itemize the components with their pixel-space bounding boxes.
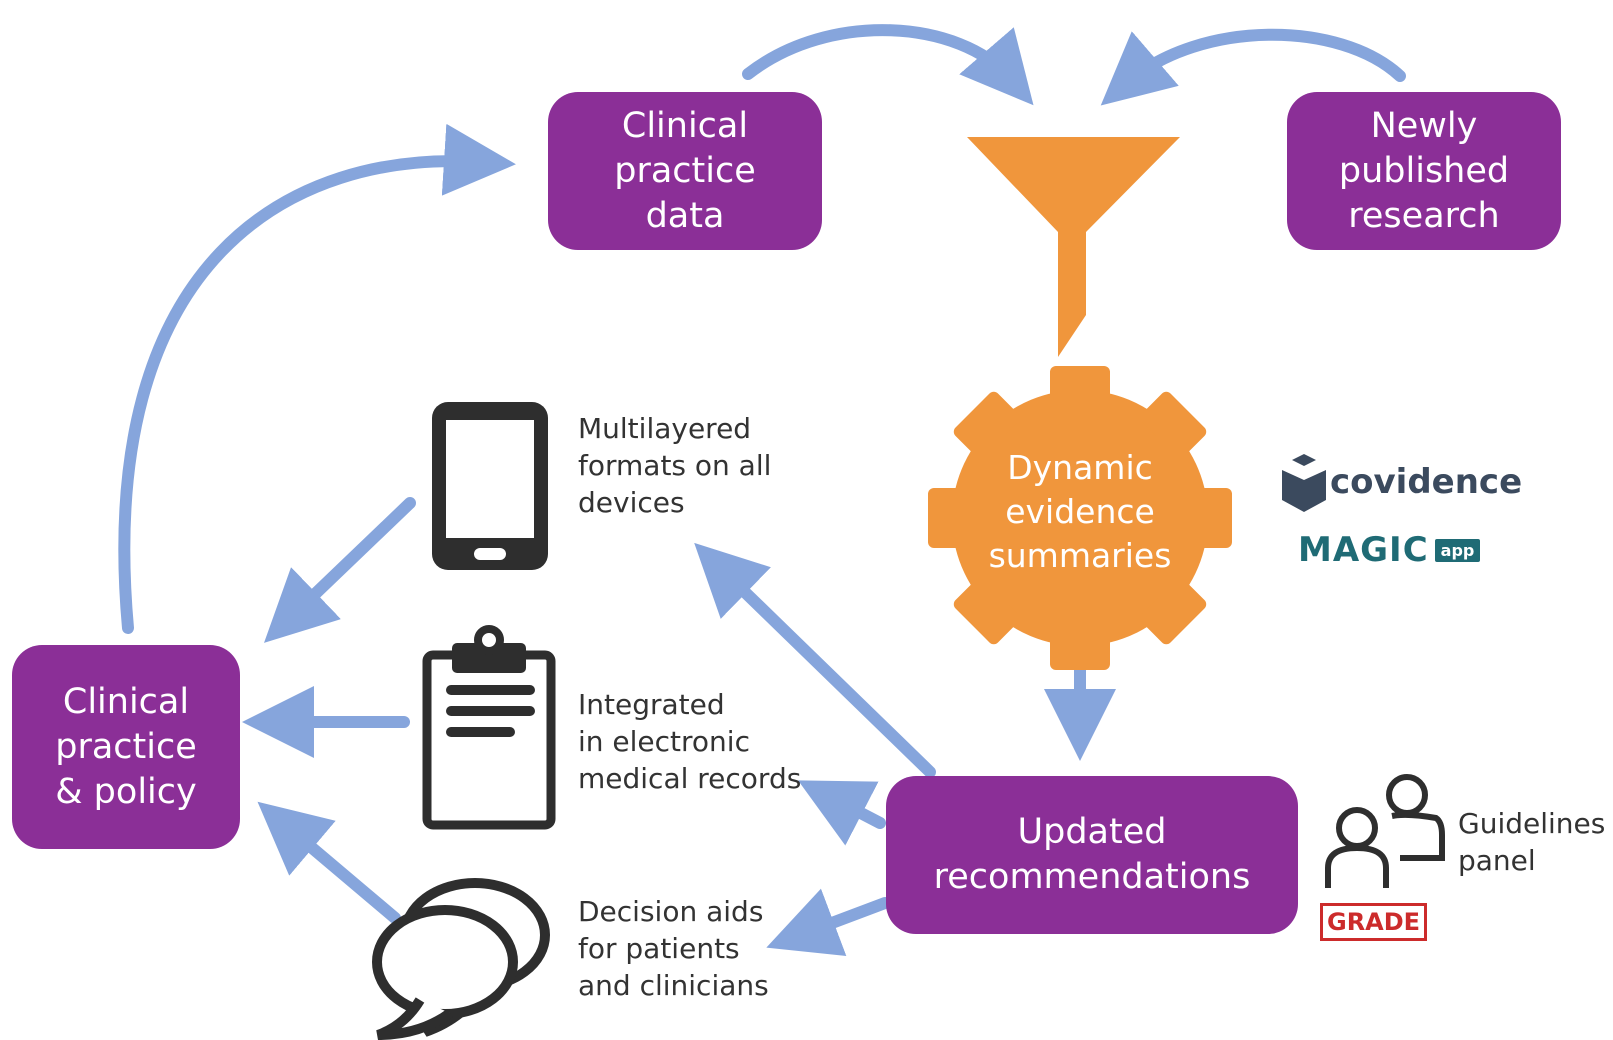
magic-app-logo: MAGIC app bbox=[1298, 530, 1481, 570]
node-newly-published-research-label: Newly published research bbox=[1338, 105, 1510, 236]
covidence-logo-icon bbox=[1282, 454, 1326, 512]
magic-app-badge: app bbox=[1434, 538, 1481, 562]
node-clinical-practice-data: Clinical practice data bbox=[548, 92, 822, 250]
caption-decision-aids: Decision aids for patients and clinician… bbox=[578, 895, 769, 1002]
arrow-practice-data-to-funnel bbox=[742, 24, 1034, 106]
caption-integrated-emr: Integrated in electronic medical records bbox=[578, 688, 802, 795]
grade-logo: GRADE bbox=[1320, 903, 1428, 941]
people-icon bbox=[1325, 774, 1445, 888]
node-newly-published-research: Newly published research bbox=[1287, 92, 1561, 250]
arrow-recs-to-integrated bbox=[798, 780, 886, 846]
clipboard-icon bbox=[422, 625, 556, 830]
node-updated-recommendations-label: Updated recommendations bbox=[933, 812, 1251, 897]
covidence-logo: covidence bbox=[1330, 462, 1522, 502]
arrow-bubbles-to-policy bbox=[257, 801, 401, 924]
arrow-research-to-funnel bbox=[1100, 28, 1406, 106]
node-clinical-practice-data-label: Clinical practice data bbox=[614, 105, 756, 236]
caption-guidelines-panel: Guidelines panel bbox=[1458, 807, 1606, 877]
magic-logo-text: MAGIC bbox=[1298, 530, 1429, 570]
speech-bubbles-icon bbox=[372, 878, 550, 1040]
node-updated-recommendations: Updated recommendations bbox=[886, 776, 1298, 934]
covidence-logo-text: covidence bbox=[1330, 462, 1523, 502]
node-dynamic-evidence-summaries-label: Dynamic evidence summaries bbox=[988, 448, 1172, 575]
arrow-recs-to-decision-aids bbox=[766, 888, 891, 957]
arrow-policy-to-practice-data bbox=[118, 123, 516, 634]
node-clinical-practice-policy: Clinical practice & policy bbox=[12, 645, 240, 849]
arrow-recs-to-multilayered bbox=[694, 542, 936, 778]
gear-icon bbox=[928, 366, 1232, 670]
node-clinical-practice-policy-label: Clinical practice & policy bbox=[55, 681, 197, 812]
caption-multilayered-formats: Multilayered formats on all devices bbox=[578, 412, 772, 519]
arrow-tablet-to-policy bbox=[264, 497, 416, 643]
tablet-icon bbox=[432, 402, 548, 570]
funnel-icon bbox=[967, 137, 1180, 357]
